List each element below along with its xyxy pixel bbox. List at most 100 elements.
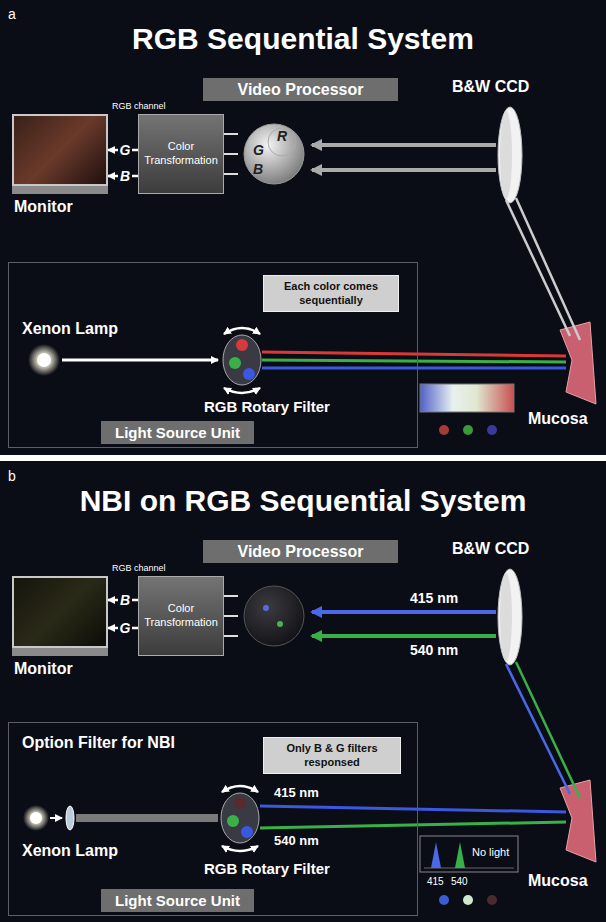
nbi-lens bbox=[66, 806, 74, 830]
lamp-glow bbox=[23, 805, 49, 831]
channel-letter: B bbox=[118, 168, 132, 184]
spectrum-peak bbox=[431, 842, 441, 868]
part-label: RGB Rotary Filter bbox=[204, 860, 330, 877]
memory-dot bbox=[277, 621, 283, 627]
process-label: Color Transformation bbox=[143, 140, 219, 168]
reflected-ray bbox=[516, 662, 580, 798]
signal-arrow bbox=[312, 634, 496, 638]
panel-ground bbox=[0, 461, 606, 922]
band-label: Video Processor bbox=[238, 81, 364, 99]
color-dot bbox=[463, 895, 473, 905]
channel-letter: G bbox=[118, 620, 133, 636]
signal-arrow bbox=[312, 143, 496, 147]
panel-title: NBI on RGB Sequential System bbox=[80, 484, 527, 519]
note-box: Only B & G filters responsed bbox=[263, 737, 401, 774]
blue-ray bbox=[260, 806, 566, 812]
lamp bbox=[37, 353, 51, 367]
part-label: B&W CCD bbox=[452, 540, 529, 558]
frame-memory bbox=[244, 124, 304, 184]
monitor-screen: Monitor bbox=[12, 114, 108, 186]
part-label: Mucosa bbox=[528, 872, 588, 890]
monitor-screen: Monitor bbox=[12, 576, 108, 648]
wavelength-tick: 415 bbox=[427, 876, 444, 888]
ccd-disc bbox=[498, 107, 522, 203]
channel-letter: B bbox=[253, 161, 263, 177]
rotary-filter bbox=[221, 793, 259, 843]
ccd-disc bbox=[498, 569, 522, 665]
reflected-ray bbox=[506, 200, 570, 336]
part-label: Xenon Lamp bbox=[22, 842, 118, 860]
blue-ray bbox=[262, 367, 566, 370]
monitor-label: Monitor bbox=[14, 198, 73, 216]
signal-dashes bbox=[222, 134, 238, 174]
rotation-arrow bbox=[224, 388, 260, 393]
signal-arrow bbox=[312, 168, 496, 172]
rotation-arrow bbox=[222, 846, 258, 851]
unit-band: Video Processor bbox=[203, 78, 398, 101]
part-label: Xenon Lamp bbox=[22, 320, 118, 338]
color-dot bbox=[463, 425, 473, 435]
memory-disc bbox=[268, 128, 296, 156]
wavelength-label: 540 nm bbox=[410, 642, 458, 658]
memory-dot bbox=[263, 605, 269, 611]
channel-label: RGB channel bbox=[112, 101, 166, 111]
rotation-arrow bbox=[224, 328, 260, 334]
part-label: B&W CCD bbox=[452, 78, 529, 96]
process-label: Color Transformation bbox=[143, 602, 219, 630]
green-ray bbox=[260, 822, 566, 828]
ccd-disc bbox=[500, 111, 512, 199]
signal-arrow bbox=[312, 610, 496, 614]
color-dot bbox=[487, 895, 497, 905]
process-box: Color Transformation bbox=[138, 576, 224, 656]
reflected-ray bbox=[516, 198, 580, 340]
rotary-filter bbox=[223, 335, 261, 385]
reflected-ray bbox=[506, 664, 570, 794]
note-text: Only B & G filters responsed bbox=[269, 742, 395, 768]
monitor-label: Monitor bbox=[14, 660, 73, 678]
part-label: RGB Rotary Filter bbox=[204, 398, 330, 415]
monitor-base bbox=[12, 186, 108, 194]
light-arrow bbox=[50, 817, 62, 819]
channel-letter: B bbox=[118, 592, 132, 608]
frame-memory bbox=[244, 586, 304, 646]
red-filter bbox=[236, 339, 248, 351]
red-filter bbox=[234, 797, 246, 809]
note-box: Each color comes sequentially bbox=[263, 275, 399, 312]
channel-letter: G bbox=[118, 142, 133, 158]
blue-filter bbox=[241, 826, 253, 838]
unit-region: Light Source Unit Only B & G filters resp… bbox=[8, 722, 418, 916]
green-filter bbox=[227, 815, 239, 827]
color-dot bbox=[487, 425, 497, 435]
rotation-arrow bbox=[222, 786, 258, 792]
ccd-disc bbox=[500, 573, 512, 661]
light-arrow bbox=[62, 359, 218, 362]
channel-letter: R bbox=[277, 128, 287, 144]
channel-label: RGB channel bbox=[112, 563, 166, 573]
unit-band-label: Light Source Unit bbox=[101, 889, 254, 912]
color-dot bbox=[439, 895, 449, 905]
color-dot bbox=[439, 425, 449, 435]
panel-letter: a bbox=[8, 6, 16, 22]
part-label: Mucosa bbox=[528, 410, 588, 428]
wavelength-tick: 540 bbox=[451, 876, 468, 888]
band-label: Video Processor bbox=[238, 543, 364, 561]
spectrum-inset bbox=[420, 836, 518, 872]
note-label: No light bbox=[472, 846, 509, 859]
note-text: Each color comes sequentially bbox=[269, 280, 393, 306]
spectrum-inset bbox=[420, 384, 514, 412]
wavelength-label: 415 nm bbox=[410, 590, 458, 606]
blue-filter bbox=[243, 368, 255, 380]
green-filter bbox=[229, 357, 241, 369]
unit-region: Light Source UnitEach color comes sequen… bbox=[8, 262, 418, 448]
spectrum-peak bbox=[455, 842, 465, 868]
signal-dashes bbox=[222, 596, 238, 636]
light-beam bbox=[76, 814, 218, 822]
wavelength-label: 540 nm bbox=[274, 834, 319, 849]
channel-letter: G bbox=[253, 142, 264, 158]
part-label: Option Filter for NBI bbox=[22, 734, 175, 752]
panel-letter: b bbox=[8, 468, 16, 484]
panel-title: RGB Sequential System bbox=[132, 22, 474, 57]
wavelength-label: 415 nm bbox=[274, 786, 319, 801]
process-box: Color Transformation bbox=[138, 114, 224, 194]
unit-band: Video Processor bbox=[203, 540, 398, 563]
